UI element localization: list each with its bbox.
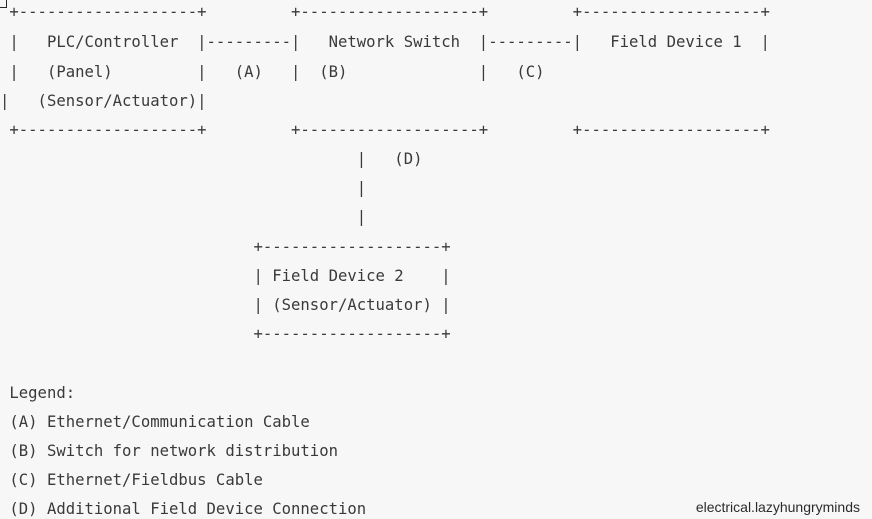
corner-mark	[0, 0, 7, 8]
diagram-line-top-boxes-bottom: +-------------------+ +-----------------…	[0, 121, 770, 139]
legend-item-c: (C) Ethernet/Fieldbus Cable	[0, 471, 263, 489]
diagram-line-device2-title: | Field Device 2 |	[0, 267, 451, 285]
diagram-line-connector-1: |	[0, 179, 367, 197]
diagram-line-connector-2: |	[0, 208, 367, 226]
legend-item-d: (D) Additional Field Device Connection	[0, 500, 367, 518]
diagram-line-device2-subtitle: | (Sensor/Actuator) |	[0, 296, 451, 314]
diagram-line-device2-border-top: +-------------------+	[0, 238, 451, 256]
diagram-line-box-subtitles: | (Panel) | (A) | (B) | (C)	[0, 63, 545, 81]
watermark-text: electrical.lazyhungryminds	[695, 499, 860, 515]
diagram-line-plc-extra: | (Sensor/Actuator)|	[0, 92, 207, 110]
legend-item-a: (A) Ethernet/Communication Cable	[0, 413, 310, 431]
diagram-line-device2-border-bottom: +-------------------+	[0, 325, 451, 343]
diagram-line-connector-d: | (D)	[0, 150, 423, 168]
legend-item-b: (B) Switch for network distribution	[0, 442, 338, 460]
diagram-line-box-titles: | PLC/Controller |---------| Network Swi…	[0, 33, 770, 51]
legend-title: Legend:	[0, 384, 76, 402]
diagram-line-top-boxes-border: +-------------------+ +-----------------…	[0, 3, 770, 21]
